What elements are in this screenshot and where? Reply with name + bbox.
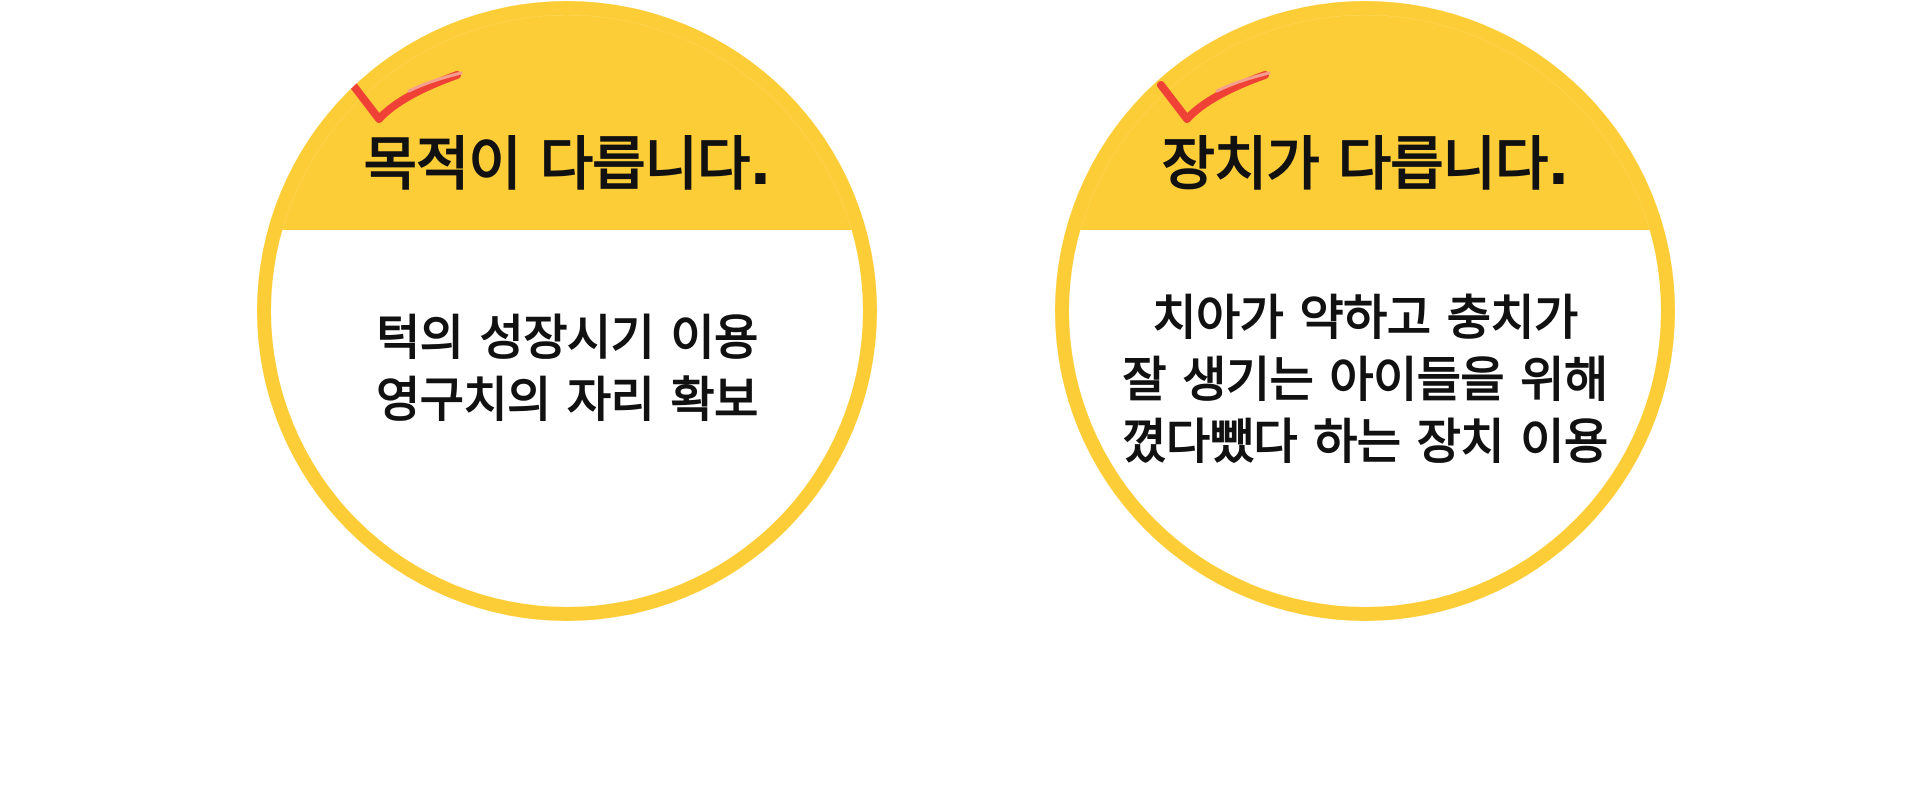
card-header-band — [1069, 15, 1661, 230]
card-description-line: 치아가 약하고 충치가 — [1152, 290, 1578, 346]
card-header-band — [271, 15, 863, 230]
card-description-line: 턱의 성장시기 이용 — [376, 310, 758, 366]
checkmark-icon — [349, 71, 463, 123]
card-device: 장치가 다릅니다. 치아가 약하고 충치가 잘 생기는 아이들을 위해 꼈다뺐다… — [1055, 1, 1675, 621]
card-description: 턱의 성장시기 이용 영구치의 자리 확보 — [257, 307, 877, 431]
card-description-line: 꼈다뺐다 하는 장치 이용 — [1122, 414, 1608, 470]
checkmark-icon — [1157, 71, 1271, 123]
card-heading: 장치가 다릅니다. — [1161, 130, 1570, 198]
card-purpose: 목적이 다릅니다. 턱의 성장시기 이용 영구치의 자리 확보 — [257, 1, 877, 621]
card-description: 치아가 약하고 충치가 잘 생기는 아이들을 위해 꼈다뺐다 하는 장치 이용 — [1055, 287, 1675, 473]
card-heading: 목적이 다릅니다. — [363, 130, 772, 198]
card-inner — [1069, 15, 1661, 607]
card-description-line: 영구치의 자리 확보 — [376, 372, 758, 428]
card-inner — [271, 15, 863, 607]
card-description-line: 잘 생기는 아이들을 위해 — [1122, 352, 1608, 408]
